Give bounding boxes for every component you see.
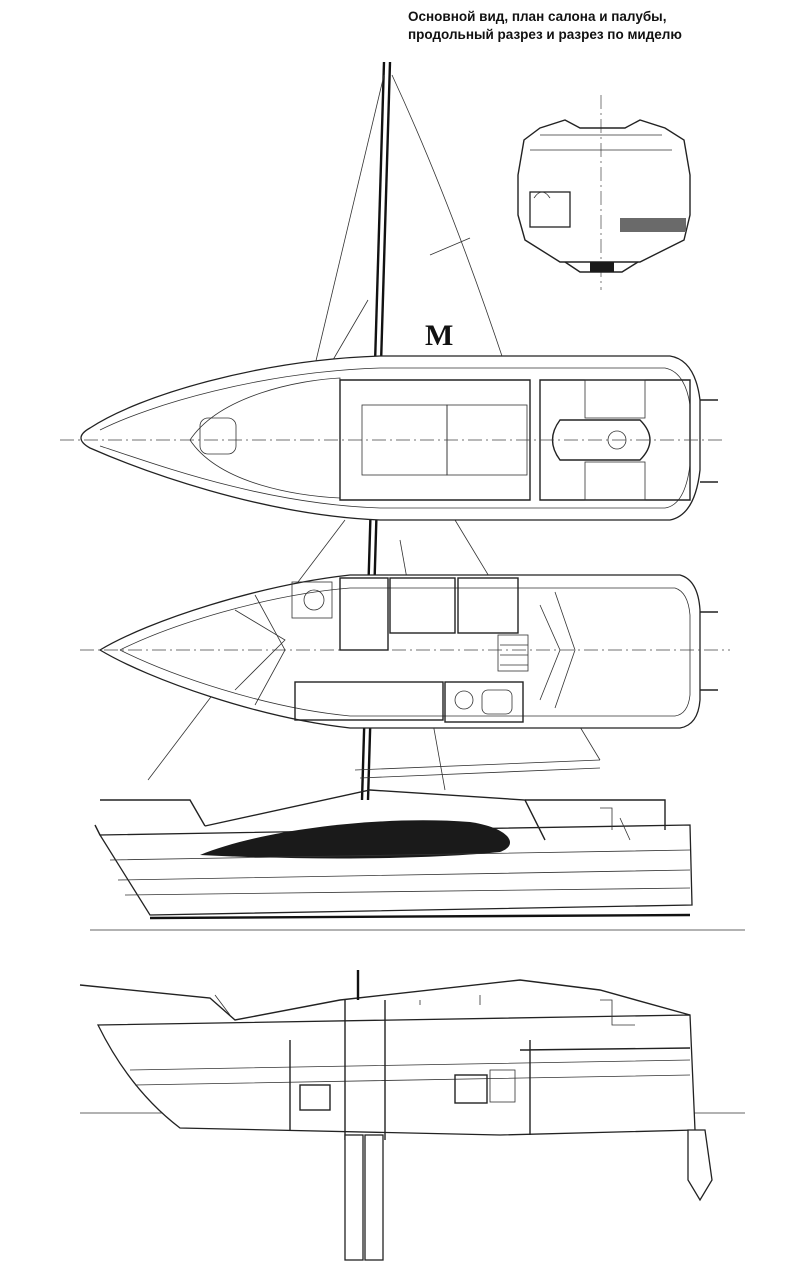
midship-section: [517, 95, 691, 290]
interior-plan: [80, 574, 730, 729]
sail-insignia-logo: M: [425, 319, 453, 352]
side-profile: [90, 789, 745, 931]
longitudinal-section: [79, 970, 745, 1261]
drawing-caption: Основной вид, план салона и палубы, прод…: [408, 8, 778, 44]
deck-plan: [60, 355, 725, 521]
caption-line-1: Основной вид, план салона и палубы,: [408, 9, 667, 24]
caption-line-2: продольный разрез и разрез по миделю: [408, 27, 682, 42]
